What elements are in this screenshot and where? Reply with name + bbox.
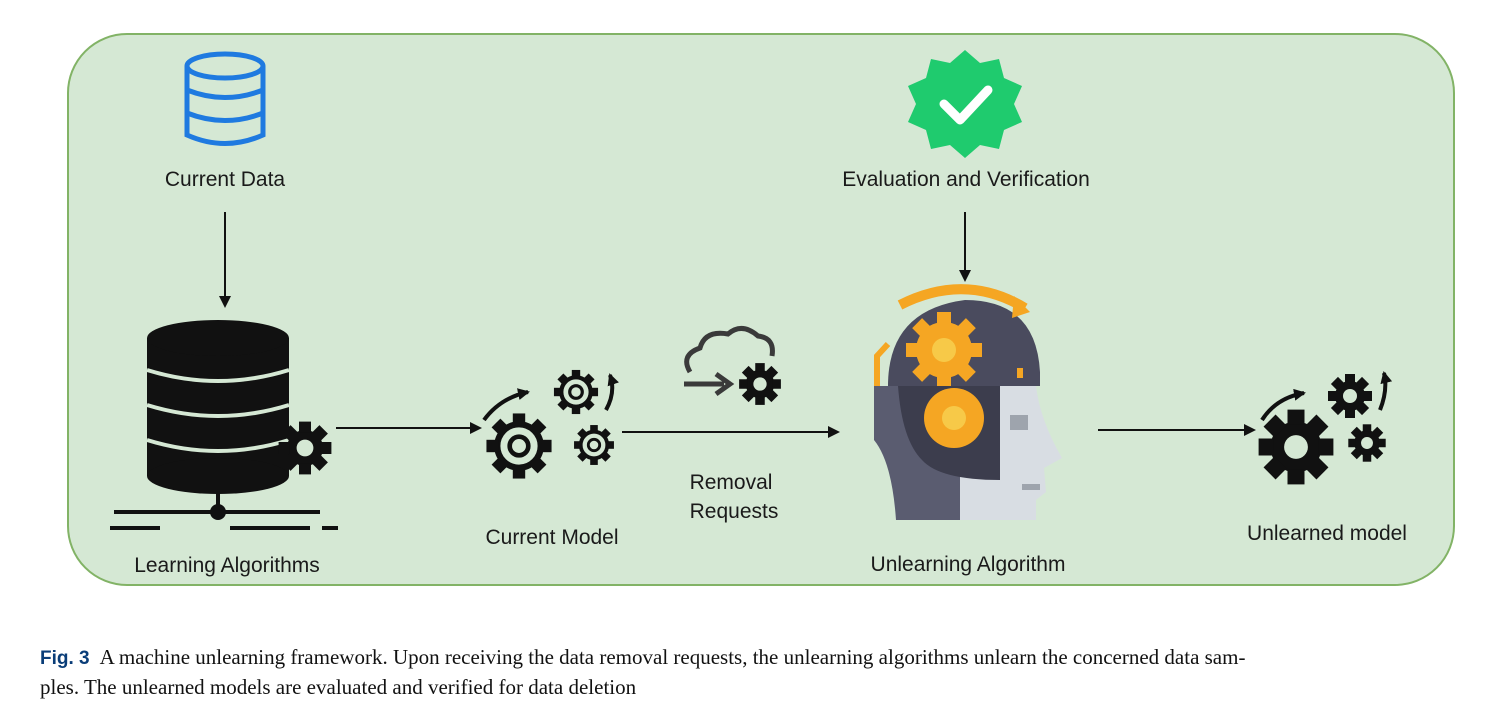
current-model-label: Current Model xyxy=(485,526,619,549)
gears-icon xyxy=(482,370,619,479)
removal-requests-label-line1: Removal xyxy=(689,471,773,494)
database-outline-icon xyxy=(184,51,266,146)
figure-caption: Fig. 3 A machine unlearning framework. Up… xyxy=(40,643,1460,702)
learning-algorithms-label: Learning Algorithms xyxy=(134,554,320,577)
ai-head-icon xyxy=(874,284,1062,520)
caption-line2: ples. The unlearned models are evaluated… xyxy=(40,675,637,699)
database-server-icon xyxy=(110,320,338,530)
caption-line1: A machine unlearning framework. Upon rec… xyxy=(99,645,1246,669)
removal-requests-label-line2: Requests xyxy=(689,500,779,523)
gears-black-icon xyxy=(1258,371,1393,485)
framework-panel xyxy=(67,33,1455,586)
current-data-label: Current Data xyxy=(164,168,286,191)
verified-badge-icon xyxy=(908,50,1022,158)
evaluation-label: Evaluation and Verification xyxy=(842,168,1090,191)
cloud-gear-icon xyxy=(684,326,781,405)
figure-number: Fig. 3 xyxy=(40,648,90,669)
unlearned-model-label: Unlearned model xyxy=(1247,522,1407,545)
unlearning-algorithm-label: Unlearning Algorithm xyxy=(870,553,1066,576)
